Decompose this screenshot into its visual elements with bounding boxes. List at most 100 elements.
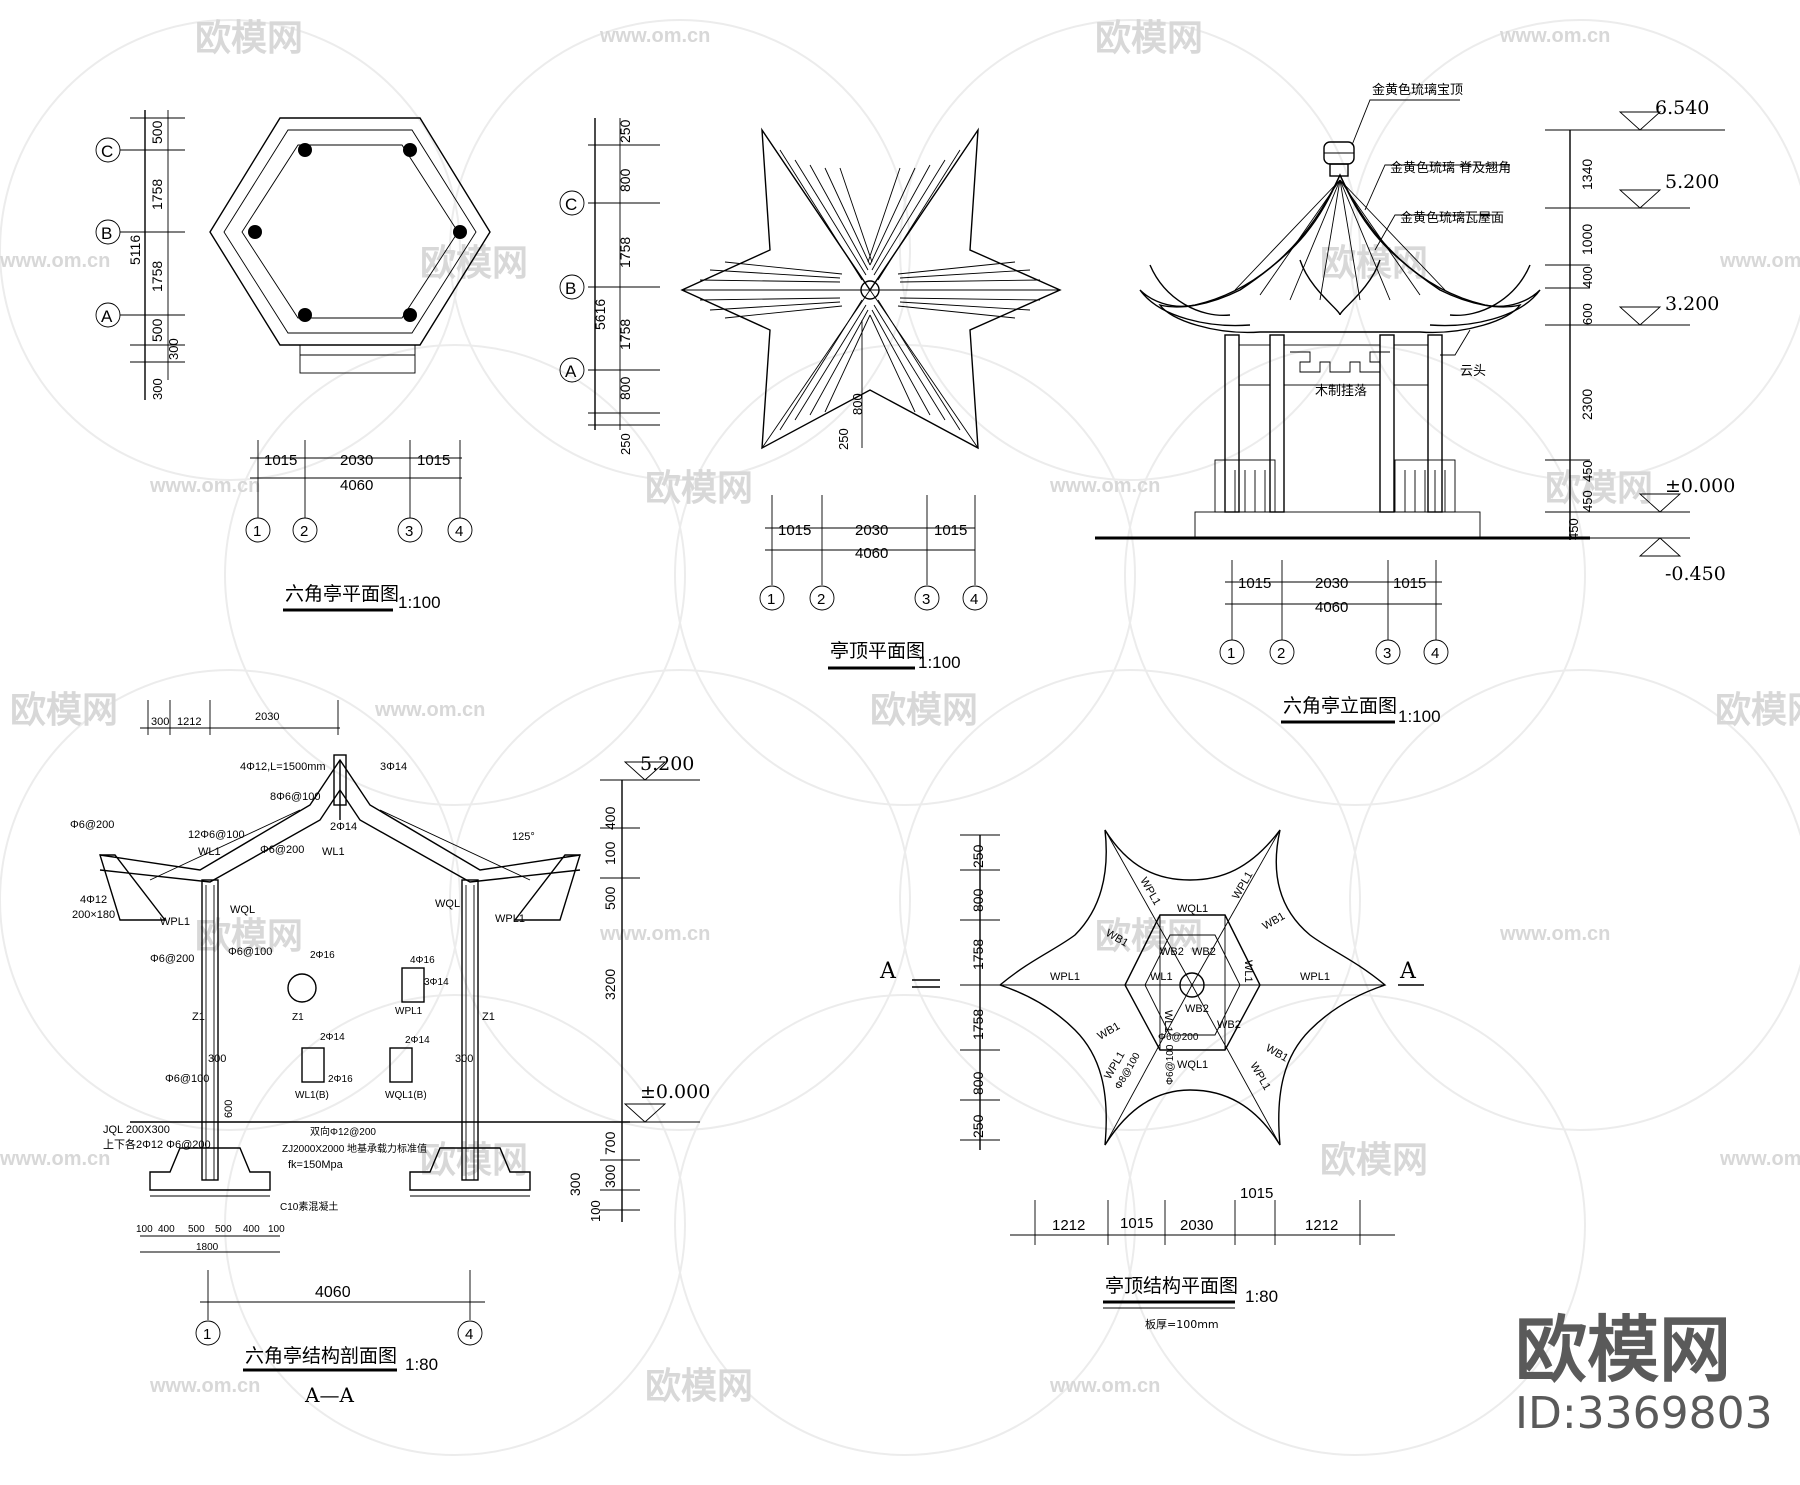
id-number-text: ID:3369803 xyxy=(1515,1388,1773,1439)
elevation-scale: 1:100 xyxy=(1398,707,1441,726)
wm-brand-2: 欧模网 xyxy=(1095,18,1203,59)
pavilion-elevation: 金黄色琉璃宝顶 金黄色琉璃 脊及翘角 金黄色琉璃瓦屋面 云头 木制挂落 1340… xyxy=(1095,82,1735,726)
roof-vdim-6: 250 xyxy=(618,433,633,455)
roof-structure-scale: 1:80 xyxy=(1245,1287,1278,1306)
roof-vdim-4: 1758 xyxy=(617,319,633,350)
plan-vdim-2: 1758 xyxy=(149,179,165,210)
rs-beam-10: WB1 xyxy=(1261,910,1288,932)
rs-beam-6: WPL1 xyxy=(1247,1061,1272,1093)
sec-label-33: WL1(B) xyxy=(295,1090,329,1101)
sec-vdim-3: 500 xyxy=(602,886,618,910)
roof-htotal: 4060 xyxy=(855,545,888,562)
sec-label-13: WQL xyxy=(230,904,255,916)
roof-axis-b: B xyxy=(565,279,576,298)
sec-label-1: 4Φ12,L=1500mm xyxy=(240,761,326,773)
sec-vdim-2: 100 xyxy=(602,841,618,865)
sec-topdim-1: 300 xyxy=(151,716,169,728)
plan-vdim-1: 500 xyxy=(149,120,165,144)
wm-brand-9: 欧模网 xyxy=(1715,690,1800,731)
roof-plan-title: 亭顶平面图 xyxy=(830,640,925,662)
rs-beam-13: WB2 xyxy=(1160,946,1184,958)
wm-brand-6: 欧模网 xyxy=(1545,468,1653,509)
sec-label-10: 4Φ12 xyxy=(80,894,107,906)
sec-vdim-5: 700 xyxy=(602,1131,618,1155)
plan-vdim-4: 500 xyxy=(149,318,165,342)
rs-beam-17: WL1 xyxy=(1150,971,1173,983)
elev-axis-1: 1 xyxy=(1227,645,1235,662)
rs-beam-16: WB2 xyxy=(1185,1003,1209,1015)
wm-url-3: www.om.cn xyxy=(149,475,260,497)
roof-plan: C B A 250 800 1758 1758 800 250 5616 xyxy=(559,118,1062,672)
sec-label-4: 2Φ14 xyxy=(330,821,357,833)
sec-ftotal: 1800 xyxy=(196,1242,219,1253)
sec-label-7: WL1 xyxy=(198,846,221,858)
rs-beam-8: WQL1 xyxy=(1177,1059,1208,1071)
plan-column-1 xyxy=(298,143,312,157)
sec-label-11: 200×180 xyxy=(72,909,115,921)
sec-bottom-dim: 4060 xyxy=(315,1284,351,1301)
sec-fdim-5: 400 xyxy=(243,1224,260,1235)
sec-label-18: Z1 xyxy=(192,1011,205,1023)
roof-axis-c: C xyxy=(565,195,577,214)
sec-topdim-3: 2030 xyxy=(255,711,279,723)
sec-label-3: 3Φ14 xyxy=(380,761,407,773)
plan-column-5 xyxy=(298,308,312,322)
rs-beam-3: WPL1 xyxy=(1137,876,1162,908)
sec-label-39: 2Φ14 xyxy=(405,1035,430,1046)
roof-total-dim: 5616 xyxy=(592,299,608,330)
sec-level-1: 5.200 xyxy=(640,753,694,775)
sec-vdim-7: 300 xyxy=(567,1172,583,1196)
rs-vdim-4: 1758 xyxy=(970,1009,986,1040)
elev-level-4: ±0.000 xyxy=(1665,475,1735,497)
roof-vdim-1: 250 xyxy=(617,119,633,143)
sec-label-16: Φ6@200 xyxy=(150,953,194,965)
wm-url-10: www.om.cn xyxy=(0,250,110,272)
roof-axis-2: 2 xyxy=(817,591,825,608)
section-scale: 1:80 xyxy=(405,1355,438,1374)
sec-vdim-8: 100 xyxy=(588,1200,603,1222)
wm-url-11: www.om.cn xyxy=(1719,250,1800,272)
elev-vdim-6: 450 xyxy=(1580,460,1595,482)
rs-section-mark-left: A xyxy=(879,959,897,984)
sec-label-5: Φ6@200 xyxy=(70,819,114,831)
sec-label-2: 8Φ6@100 xyxy=(270,791,321,803)
rs-beam-7: WQL1 xyxy=(1177,903,1208,915)
rs-hdim-3: 2030 xyxy=(1180,1217,1213,1234)
elev-level-1: 6.540 xyxy=(1655,97,1709,119)
elevation-title: 六角亭立面图 xyxy=(1283,695,1397,717)
rs-beam-4: WPL1 xyxy=(1230,870,1255,902)
roof-structure-plan: 250 800 1758 1758 800 250 A A WPL1 WPL1 xyxy=(879,829,1424,1331)
elev-level-2: 5.200 xyxy=(1665,171,1719,193)
sec-axis-4: 4 xyxy=(465,1326,473,1343)
wm-brand-13: 欧模网 xyxy=(1320,1140,1428,1181)
plan-axis-b: B xyxy=(101,224,112,243)
roof-vdim-3: 1758 xyxy=(617,237,633,268)
plan-column-4 xyxy=(403,308,417,322)
plan-column-2 xyxy=(403,143,417,157)
rs-hdim-1: 1212 xyxy=(1052,1217,1085,1234)
sec-label-9: WL1 xyxy=(322,846,345,858)
sec-label-19: Z1 xyxy=(482,1011,495,1023)
wm-url-8: www.om.cn xyxy=(149,1375,260,1397)
sec-label-38: 3Φ14 xyxy=(424,977,449,988)
sec-label-35: 2Φ16 xyxy=(310,950,335,961)
sec-label-15: WPL1 xyxy=(495,913,525,925)
sec-axis-1: 1 xyxy=(203,1326,211,1343)
plan-column-6 xyxy=(248,225,262,239)
wm-url-1: www.om.cn xyxy=(599,25,710,47)
plan-column-3 xyxy=(453,225,467,239)
sec-fdim-1: 100 xyxy=(136,1224,153,1235)
plan-axis-4: 4 xyxy=(455,523,463,540)
roof-inner-dim-2: 250 xyxy=(836,428,851,450)
elev-vdim-1: 1340 xyxy=(1579,159,1595,190)
elev-vdim-2: 1000 xyxy=(1579,224,1595,255)
structural-section: 300 1212 2030 4Φ12,L=15 xyxy=(70,700,710,1407)
elev-callout-cloud: 云头 xyxy=(1460,364,1486,379)
roof-hdim-3: 1015 xyxy=(934,522,967,539)
wm-brand-8: 欧模网 xyxy=(870,690,978,731)
rs-hdim-5: 1212 xyxy=(1305,1217,1338,1234)
plan-axis-1: 1 xyxy=(253,523,261,540)
id-brand-text: 欧模网 xyxy=(1515,1308,1731,1392)
rs-vdim-3: 1758 xyxy=(970,939,986,970)
